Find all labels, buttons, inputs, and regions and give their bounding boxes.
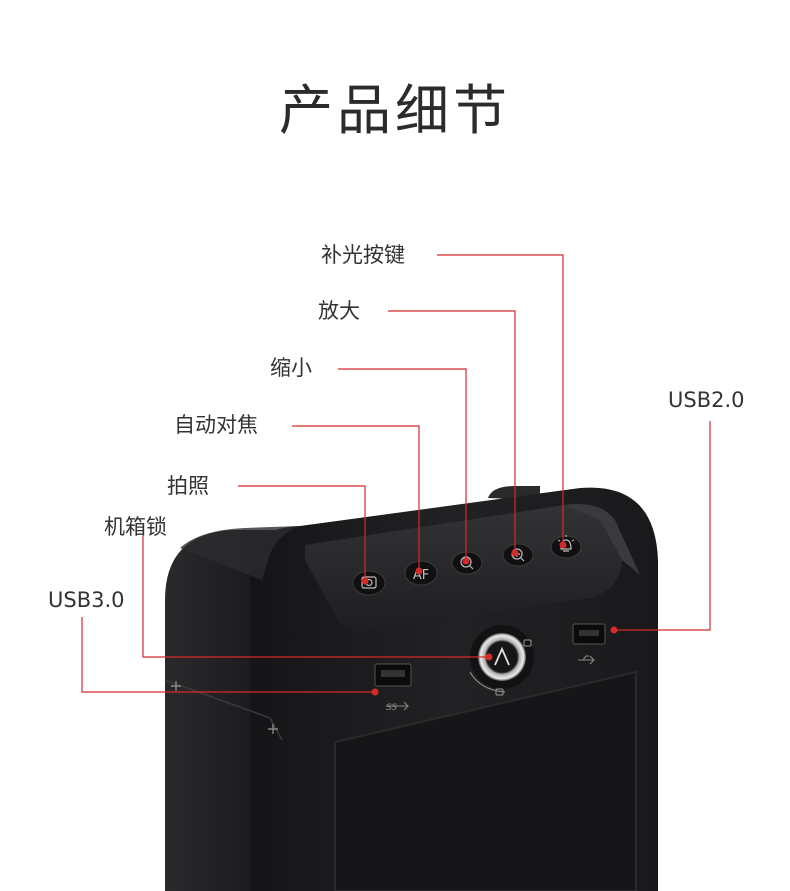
usb-ss-icon	[386, 701, 409, 711]
usb3-port[interactable]: SS	[374, 663, 412, 713]
callout-usb2: USB2.0	[668, 388, 745, 412]
usb2-port[interactable]	[572, 623, 606, 665]
triangle-icon	[494, 646, 510, 666]
lock-icon	[495, 688, 504, 696]
callout-autofocus: 自动对焦	[174, 413, 258, 437]
capture-button[interactable]	[352, 570, 386, 596]
callout-zoom-out: 缩小	[270, 356, 312, 380]
page-title: 产品细节	[279, 79, 511, 142]
svg-text:SS: SS	[386, 703, 397, 713]
callout-capture: 拍照	[167, 474, 209, 498]
zoom-in-button[interactable]	[502, 543, 534, 567]
unlock-icon	[523, 639, 532, 647]
usb-icon	[578, 655, 595, 665]
callout-zoom-in: 放大	[318, 299, 360, 323]
case-lock[interactable]	[469, 625, 534, 696]
fill-light-button[interactable]	[550, 535, 582, 559]
callout-usb3: USB3.0	[48, 588, 125, 612]
front-recess	[334, 670, 637, 891]
callout-fill-light: 补光按键	[321, 243, 405, 267]
screw-mark	[268, 724, 278, 734]
screw-mark	[171, 681, 181, 691]
body-seam	[164, 679, 283, 741]
leader-dots	[361, 541, 618, 696]
rotate-arrow-icon	[469, 671, 506, 693]
callout-case-lock: 机箱锁	[104, 515, 167, 539]
leader-lines	[81, 254, 711, 693]
